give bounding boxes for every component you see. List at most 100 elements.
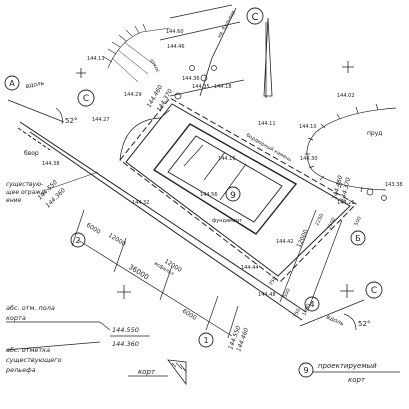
elev-144-02: 144.02 xyxy=(337,93,355,99)
legend-black-line-1: абс. отметка xyxy=(6,346,50,354)
tree-symbols xyxy=(174,65,387,201)
elev-144-10: 144.10 xyxy=(299,124,317,130)
legend-red-pointer xyxy=(99,321,111,331)
axis-word-top: вдоль xyxy=(25,80,45,90)
dim-offset-a: 750 xyxy=(268,276,277,287)
axis-1-marker xyxy=(198,332,214,348)
elev-144-46: 144.46 xyxy=(167,44,185,50)
dim-offset-b: 2250 xyxy=(314,213,325,227)
dim-left-span: 12000 xyxy=(107,232,127,248)
c-right-marker xyxy=(365,281,383,299)
fence-label: существую- щее огражд- ение xyxy=(6,181,49,204)
dim-small-c: 1000 xyxy=(301,303,312,317)
elev-143-38: 143.38 xyxy=(385,182,403,188)
elev-144-30: 144.30 xyxy=(300,156,318,162)
axis-4-marker xyxy=(304,296,320,312)
c-upper-label: С xyxy=(83,94,89,104)
building-number: 9 xyxy=(230,191,236,201)
axis-a-marker xyxy=(4,75,20,91)
legend-red-line-1: абс. отм. пола xyxy=(6,304,55,312)
north-arrow-icon xyxy=(263,17,273,98)
dim-offset-d: 1500 xyxy=(326,217,337,231)
legend-black-value: 144.360 xyxy=(112,340,139,348)
pond-outline xyxy=(305,103,397,193)
right-dimensions xyxy=(279,209,343,311)
border-label: бвор xyxy=(24,150,39,157)
dim-vertical: 12000 xyxy=(295,228,309,248)
angle-right-arc xyxy=(343,313,357,331)
legend-court-label: корт xyxy=(138,368,156,376)
legend: абс. отм. пола корта 144.550 абс. отметк… xyxy=(5,304,400,386)
legend-black-line-3: рельефа xyxy=(5,366,36,374)
fence-leader xyxy=(45,171,99,191)
grid-crosses xyxy=(76,61,354,299)
elev-144-36: 144.36 xyxy=(182,76,200,82)
legend-designed-no: 9 xyxy=(303,366,308,375)
road-label: кв. бульвар xyxy=(217,10,237,39)
dim-small-b: 750 xyxy=(292,308,301,319)
axis-word-right: вдоль xyxy=(325,313,345,327)
axis-b-leader xyxy=(299,299,365,327)
dimension-chain xyxy=(71,209,239,339)
parcel-outline xyxy=(119,97,357,283)
pond-label: пруд xyxy=(367,130,382,137)
legend-black-pointer xyxy=(5,341,101,351)
dim-total: 36000 xyxy=(127,263,150,282)
road-lines xyxy=(159,4,245,97)
elev-144-13: 144.13 xyxy=(87,56,105,62)
elev-144-60: 144.60 xyxy=(166,29,184,35)
legend-designed-label: проектируемый корт xyxy=(318,362,379,384)
design-mark-top: 144.460 144.370 xyxy=(146,84,175,113)
dim-offset-c: 500 xyxy=(282,288,291,299)
legend-designed-line-2: корт xyxy=(348,376,366,384)
dim-left-short: 6000 xyxy=(85,222,102,236)
axis-b-marker xyxy=(350,230,366,246)
fence-line-1: существую- xyxy=(6,181,43,188)
c-upper-marker xyxy=(77,89,95,107)
legend-black-line-2: существующего xyxy=(6,356,62,364)
elev-144-11: 144.11 xyxy=(258,121,276,127)
slope-label: откос xyxy=(148,58,161,74)
elev-144-48: 144.48 xyxy=(258,292,276,298)
elev-144-35: 144.35 xyxy=(192,84,210,90)
fence-line-2: щее огражд- xyxy=(6,189,47,196)
fence-line-3: ение xyxy=(6,197,22,204)
foundation-label: фундамент xyxy=(212,218,242,224)
dim-small-a: 500 xyxy=(353,216,362,227)
elev-144-29: 144.29 xyxy=(124,92,142,98)
court-symbol-icon xyxy=(167,359,187,386)
elev-144-18: 144.18 xyxy=(214,84,232,90)
elev-144-27: 144.27 xyxy=(92,117,110,123)
angle-top-label: 52° xyxy=(65,117,77,125)
legend-red-line-2: корта xyxy=(6,314,26,322)
angle-top-arc xyxy=(55,107,63,125)
elev-144-44: 144.44 xyxy=(241,265,259,271)
legend-designed-line-1: проектируемый xyxy=(318,362,377,370)
legend-red-label: абс. отм. пола корта xyxy=(6,304,57,322)
axis-a-leader xyxy=(7,99,65,123)
axis-a-label: А xyxy=(9,79,15,88)
north-marker-circle xyxy=(246,7,264,25)
axis-b-label: Б xyxy=(355,234,361,243)
elev-144-56: 144.56 xyxy=(200,192,218,198)
legend-red-value: 144.550 xyxy=(112,326,139,334)
legend-black-label: абс. отметка существующего рельефа xyxy=(5,346,64,374)
elev-144-38: 144.38 xyxy=(42,161,60,167)
legend-designed-marker xyxy=(298,362,314,378)
angle-right-label: 52° xyxy=(358,320,370,328)
elev-144-42: 144.42 xyxy=(276,239,294,245)
elev-144-16: 144.16 xyxy=(218,156,236,162)
site-axis-lines xyxy=(17,121,307,321)
axis-4-label: 4 xyxy=(309,300,314,309)
elev-144-32: 144.32 xyxy=(132,200,150,206)
court-building xyxy=(152,123,298,235)
dim-bottom-span: 6000 xyxy=(181,308,198,322)
c-right-label: С xyxy=(371,286,377,296)
design-mark-right: 144.460 144.370 xyxy=(331,175,352,203)
north-label: С xyxy=(252,12,259,23)
axis-2-marker xyxy=(70,232,86,248)
axis-2-label: 2 xyxy=(75,236,80,245)
paving-edge xyxy=(119,109,171,161)
embankment-hatch xyxy=(103,23,171,83)
